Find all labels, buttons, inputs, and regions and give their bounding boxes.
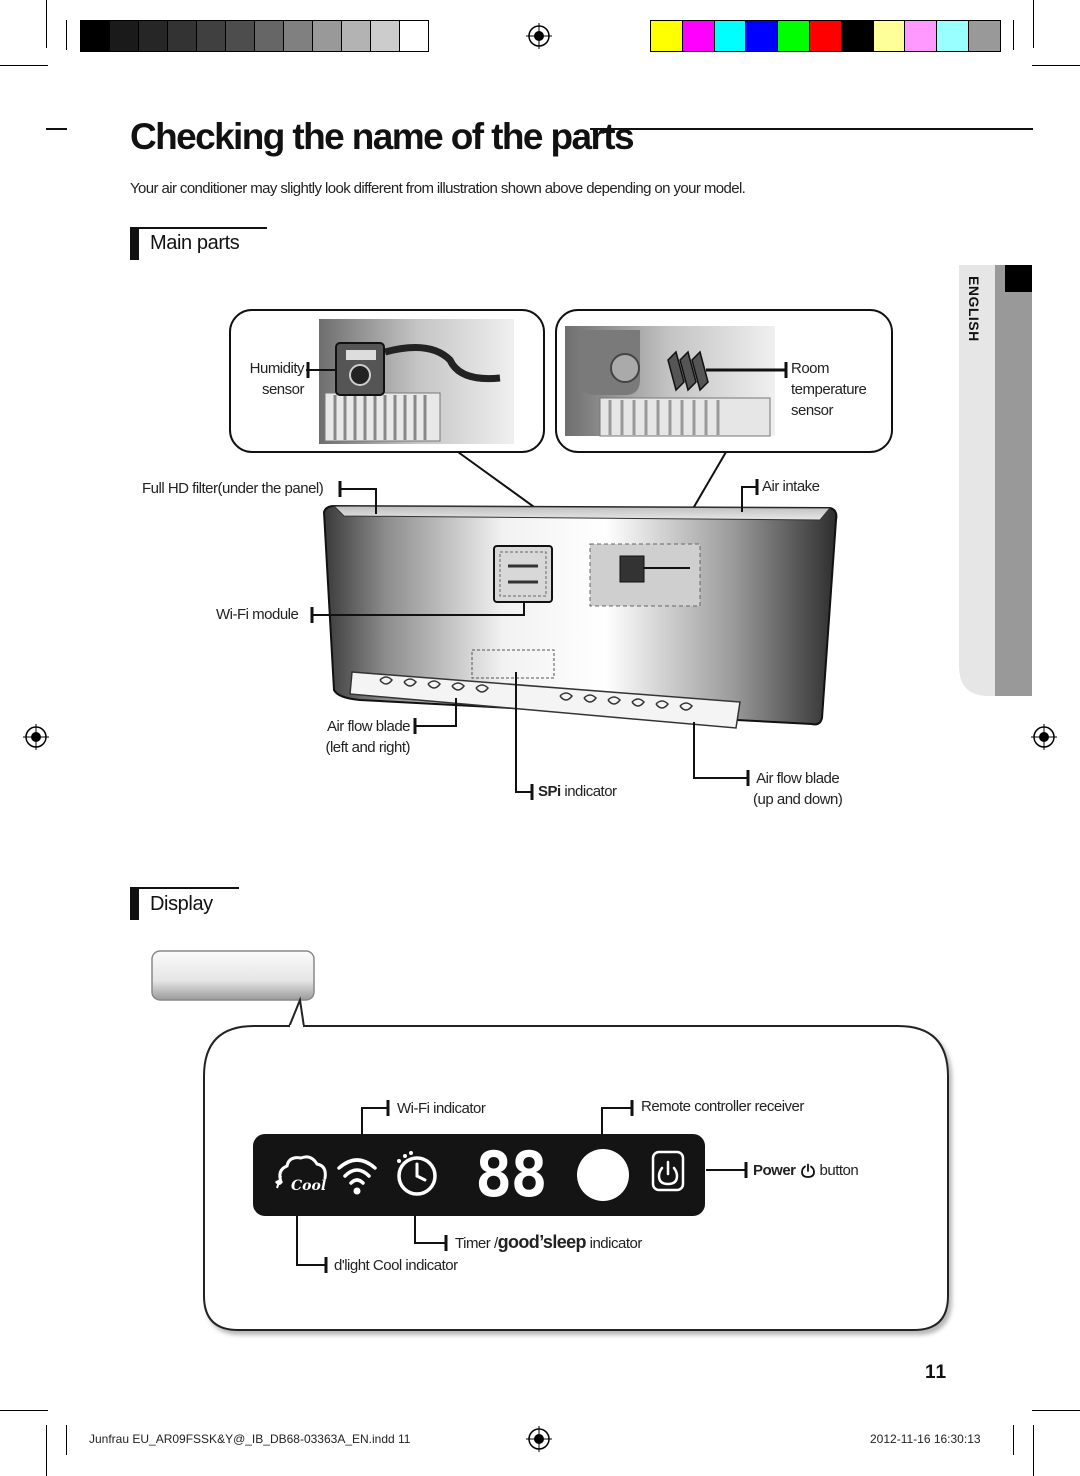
label-humidity-sensor: Humidity sensor xyxy=(249,360,305,398)
gray-swatch xyxy=(399,20,429,52)
registration-mark-bottom xyxy=(526,1426,552,1452)
timer-suffix: indicator xyxy=(589,1235,643,1252)
gray-swatch xyxy=(138,20,168,52)
display-panel: Cool 88 xyxy=(253,1134,705,1216)
footer-timestamp: 2012-11-16 16:30:13 xyxy=(870,1432,981,1446)
label-room-temperature-sensor: Room temperature sensor xyxy=(791,360,867,419)
color-swatch xyxy=(809,20,842,52)
title-dash xyxy=(46,128,67,130)
power-bold-text: Power xyxy=(753,1162,796,1179)
wifi-icon xyxy=(337,1158,377,1195)
dlight-cool-icon xyxy=(275,1155,327,1189)
gray-swatch xyxy=(370,20,400,52)
display-rule xyxy=(139,887,239,889)
goodsleep-brand: good’sleep xyxy=(497,1232,587,1252)
color-swatch xyxy=(936,20,970,52)
label-air-flow-blade-ud: Air flow blade (up and down) xyxy=(753,770,843,808)
color-swatch xyxy=(968,20,1001,52)
color-swatch xyxy=(777,20,811,52)
color-swatch xyxy=(840,20,874,52)
power-suffix-text: button xyxy=(819,1162,859,1179)
label-wifi-indicator: Wi-Fi indicator xyxy=(397,1100,486,1117)
gray-swatch xyxy=(80,20,110,52)
color-swatch xyxy=(904,20,938,52)
color-swatch xyxy=(872,20,906,52)
main-unit-illustration xyxy=(229,309,893,800)
color-swatch xyxy=(713,20,747,52)
display-bar xyxy=(130,887,139,920)
timer-prefix: Timer / xyxy=(455,1235,498,1252)
registration-mark-top xyxy=(526,23,552,49)
main-parts-rule xyxy=(139,227,267,229)
gray-swatch xyxy=(254,20,284,52)
label-wifi-module: Wi-Fi module xyxy=(216,606,299,623)
label-air-intake: Air intake xyxy=(762,478,820,495)
gray-swatch xyxy=(167,20,197,52)
gray-swatch xyxy=(225,20,255,52)
language-tab xyxy=(959,265,1032,696)
color-swatch xyxy=(745,20,779,52)
gray-swatch xyxy=(196,20,226,52)
timer-goodsleep-icon xyxy=(397,1151,437,1196)
gray-swatch xyxy=(341,20,371,52)
label-timer-goodsleep: Timer /good’sleep indicator xyxy=(455,1232,642,1254)
main-parts-bar xyxy=(130,227,139,260)
page-subtitle: Your air conditioner may slightly look d… xyxy=(130,180,746,197)
display-heading: Display xyxy=(150,893,213,915)
gray-swatch xyxy=(109,20,139,52)
footer-filename: Junfrau EU_AR09FSSK&Y@_IB_DB68-03363A_EN… xyxy=(89,1432,411,1446)
label-full-hd-filter: Full HD filter(under the panel) xyxy=(142,480,324,497)
label-remote-controller-receiver: Remote controller receiver xyxy=(641,1098,804,1115)
color-swatch xyxy=(681,20,715,52)
dlight-cool-text: Cool xyxy=(291,1178,327,1194)
label-dlight-cool: d'light Cool indicator xyxy=(334,1257,458,1274)
language-label: ENGLISH xyxy=(966,276,982,342)
page-number: 11 xyxy=(925,1362,948,1383)
spi-suffix: indicator xyxy=(564,783,617,800)
power-symbol-icon xyxy=(800,1163,815,1178)
label-spi-indicator: SPi indicator xyxy=(538,781,617,802)
registration-mark-right xyxy=(1031,724,1057,750)
label-power-button: Power button xyxy=(753,1160,859,1181)
gray-swatch xyxy=(312,20,342,52)
main-parts-heading: Main parts xyxy=(150,232,240,254)
registration-mark-left xyxy=(23,724,49,750)
color-swatch xyxy=(650,20,683,52)
title-rule xyxy=(590,128,1033,130)
power-button-icon[interactable] xyxy=(651,1150,685,1192)
remote-receiver-window xyxy=(577,1149,629,1201)
label-air-flow-blade-lr: Air flow blade (left and right) xyxy=(325,718,410,756)
room-temp-callout xyxy=(555,309,893,453)
humidity-callout xyxy=(229,309,545,453)
page-title: Checking the name of the parts xyxy=(130,116,635,157)
spi-brand: SPi xyxy=(538,783,561,800)
segment-display: 88 xyxy=(475,1138,548,1211)
gray-swatch xyxy=(283,20,313,52)
